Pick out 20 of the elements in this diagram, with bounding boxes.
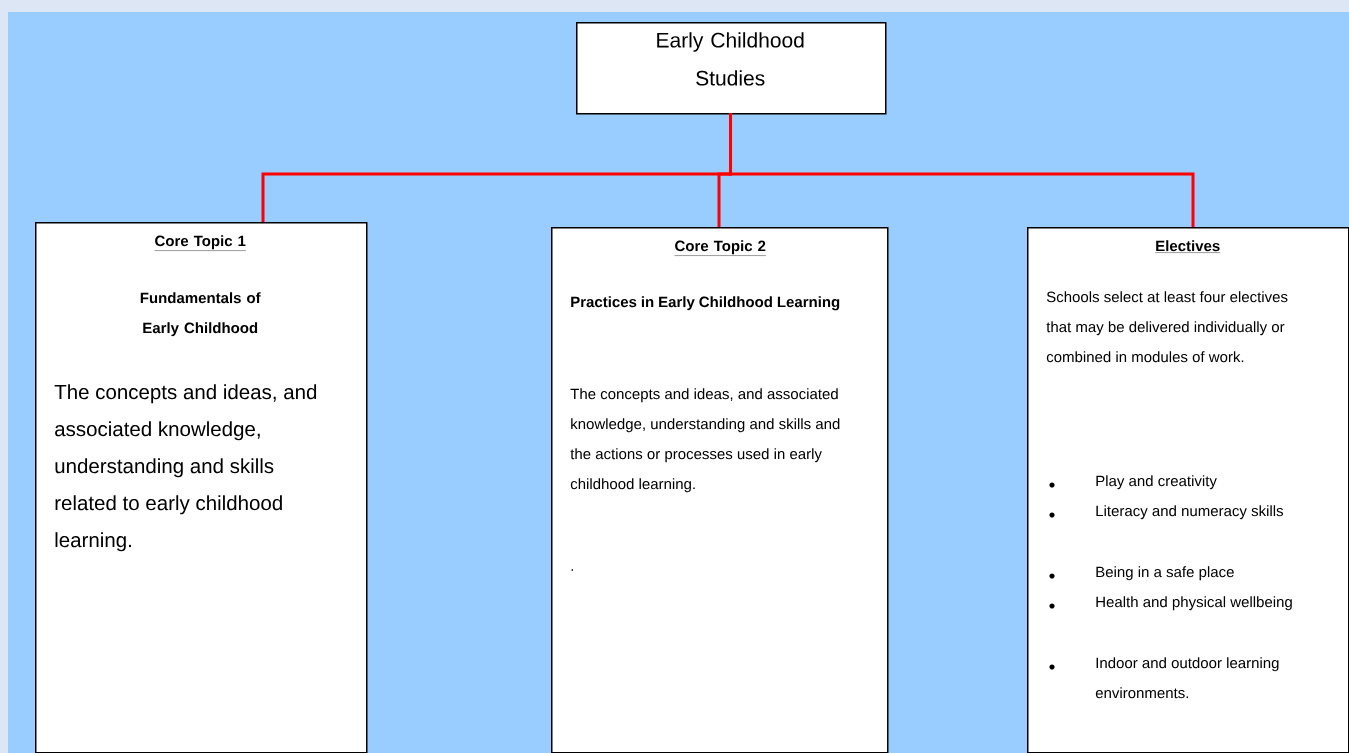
list-item: Play and creativity	[1049, 475, 1217, 490]
heading: Electives	[1155, 240, 1221, 253]
list-item: Indoor and outdoor learning environments.	[1049, 657, 1279, 699]
subheading: Fundamentals of Early Childhood	[140, 292, 261, 337]
body-text: Schools select at least four electives that may be delivered individually or combined in modules of work.	[1046, 291, 1288, 363]
body-text: The concepts and ideas, and associated knowledge, understanding and skills related to early childhood learning.	[54, 384, 317, 552]
list-item: Health and physical wellbeing	[1049, 596, 1292, 611]
body-text: Early Childhood Studies	[657, 32, 804, 86]
heading: Core Topic 2	[674, 240, 767, 256]
subheading: Practices in Early Childhood Learning	[571, 296, 840, 311]
text-box	[35, 222, 368, 753]
text-box	[576, 22, 887, 115]
text-box	[551, 227, 889, 753]
list-item: Literacy and numeracy skills	[1049, 505, 1284, 520]
connector	[729, 113, 1195, 227]
body-text: The concepts and ideas, and associated knowledge, understanding and skills and the actions or processes used in early childhood learning.	[570, 388, 840, 493]
text-box	[1027, 227, 1349, 753]
heading: Core Topic 1	[154, 235, 247, 251]
body-text: .	[571, 569, 573, 571]
list-item: Being in a safe place	[1049, 566, 1234, 581]
